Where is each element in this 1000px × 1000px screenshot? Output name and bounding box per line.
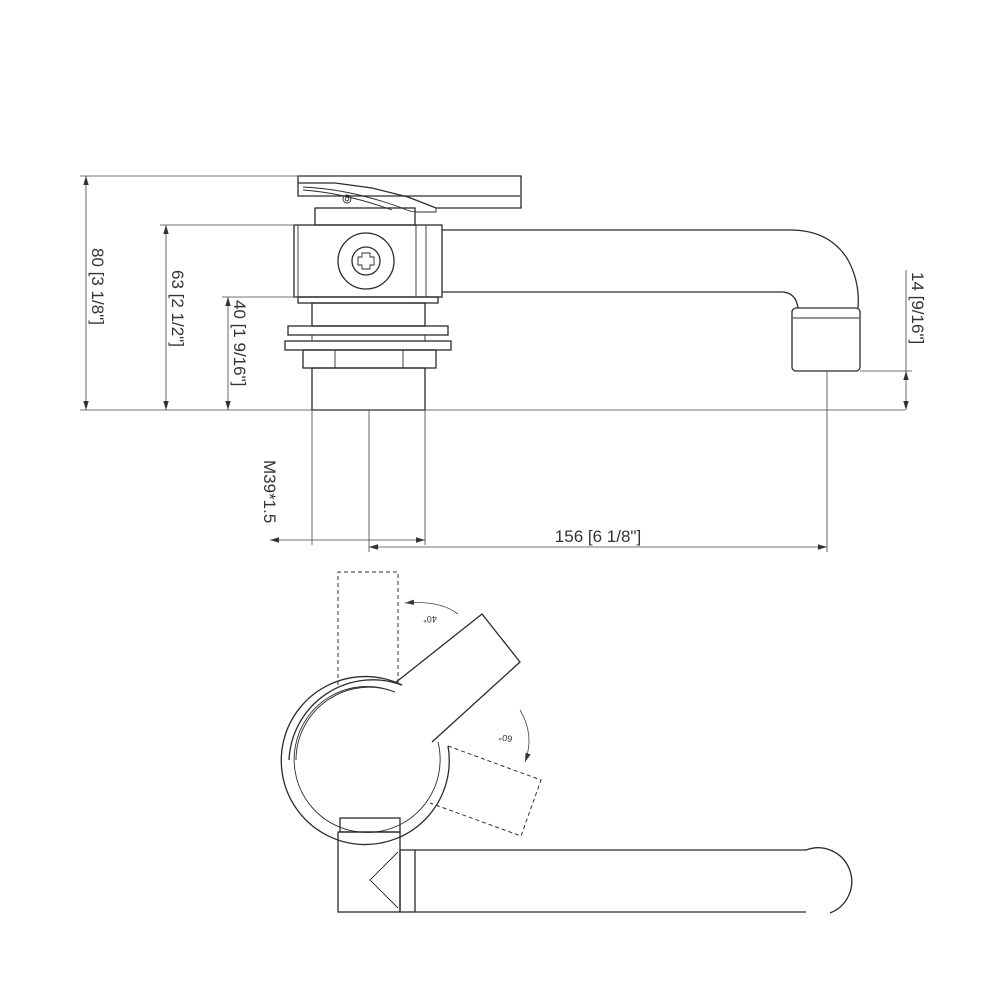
spout [442,229,861,372]
handle-arm [394,613,521,743]
rotation-arrow-up [404,599,459,615]
dim-outlet-height: 14 [9/16"] [908,272,927,344]
handle-position-closed [337,571,399,685]
dim-overall-height: 80 [3 1/8"] [88,248,107,325]
faucet-body [293,224,443,298]
side-view: 80 [3 1/8"] 63 [2 1/2"] 40 [1 9/16"] 14 … [80,175,927,552]
dim-body-height: 40 [1 9/16"] [230,300,249,386]
rotation-arrow-down [519,709,531,763]
dim-spout-height: 63 [2 1/2"] [168,270,187,347]
dim-reach: 156 [6 1/8"] [555,527,641,546]
dimension-lines [80,175,912,552]
body-top [280,675,450,846]
mounting-hardware [284,296,452,411]
spout-base-top [337,817,416,913]
angle-label-up: 40° [423,614,437,624]
lever-handle [297,175,522,226]
spout-arm-top [415,847,853,914]
handle-position-rotated [429,745,542,837]
dim-thread: M39*1.5 [260,460,279,523]
angle-label-down: 60° [498,732,514,744]
screw-icon [337,232,395,290]
top-view: 40° 60° [280,571,853,914]
